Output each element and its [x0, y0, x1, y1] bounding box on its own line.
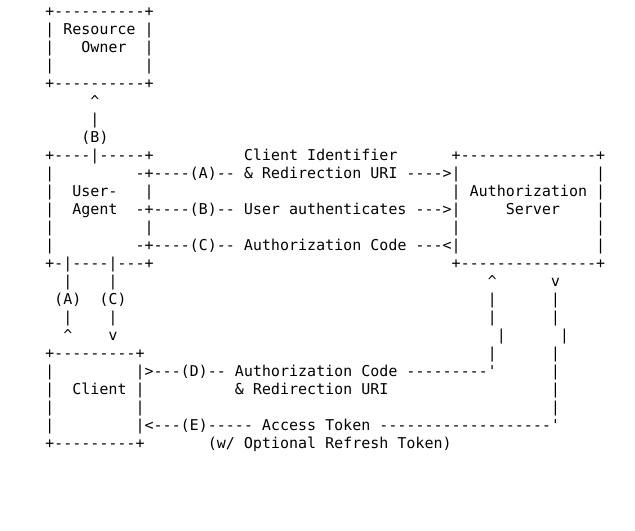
- ascii-line-24: +---------+ (w/ Optional Refresh Token): [0, 434, 452, 452]
- ascii-line-3: | |: [0, 56, 154, 74]
- oauth-authorization-code-flow-diagram: +----------+ | Resource | | Owner | | | …: [0, 2, 605, 452]
- ascii-line-17: | | | |: [0, 308, 560, 326]
- ascii-line-1: | Resource |: [0, 20, 154, 38]
- ascii-line-16: (A) (C) | |: [0, 290, 560, 308]
- ascii-line-10: | User- | | Authorization |: [0, 182, 606, 200]
- ascii-line-5: ^: [0, 92, 100, 110]
- ascii-line-14: +-|----|---+ +---------------+: [0, 254, 606, 272]
- ascii-line-23: | |<---(E)----- Access Token -----------…: [0, 416, 560, 434]
- ascii-line-12: | | | |: [0, 218, 606, 236]
- ascii-line-21: | Client | & Redirection URI |: [0, 380, 560, 398]
- ascii-line-18: ^ v | |: [0, 326, 569, 344]
- ascii-line-13: | -+----(C)-- Authorization Code ---<| |: [0, 236, 606, 254]
- ascii-line-22: | | |: [0, 398, 560, 416]
- ascii-line-0: +----------+: [0, 2, 154, 20]
- ascii-line-7: (B): [0, 128, 109, 146]
- ascii-line-2: | Owner |: [0, 38, 154, 56]
- ascii-line-8: +----|-----+ Client Identifier +--------…: [0, 146, 606, 164]
- ascii-line-20: | |>---(D)-- Authorization Code --------…: [0, 362, 560, 380]
- ascii-line-15: | | ^ v: [0, 272, 560, 290]
- ascii-line-19: +---------+ | |: [0, 344, 560, 362]
- ascii-line-6: |: [0, 110, 100, 128]
- ascii-line-4: +----------+: [0, 74, 154, 92]
- ascii-line-9: | -+----(A)-- & Redirection URI ---->| |: [0, 164, 606, 182]
- ascii-line-11: | Agent -+----(B)-- User authenticates -…: [0, 200, 606, 218]
